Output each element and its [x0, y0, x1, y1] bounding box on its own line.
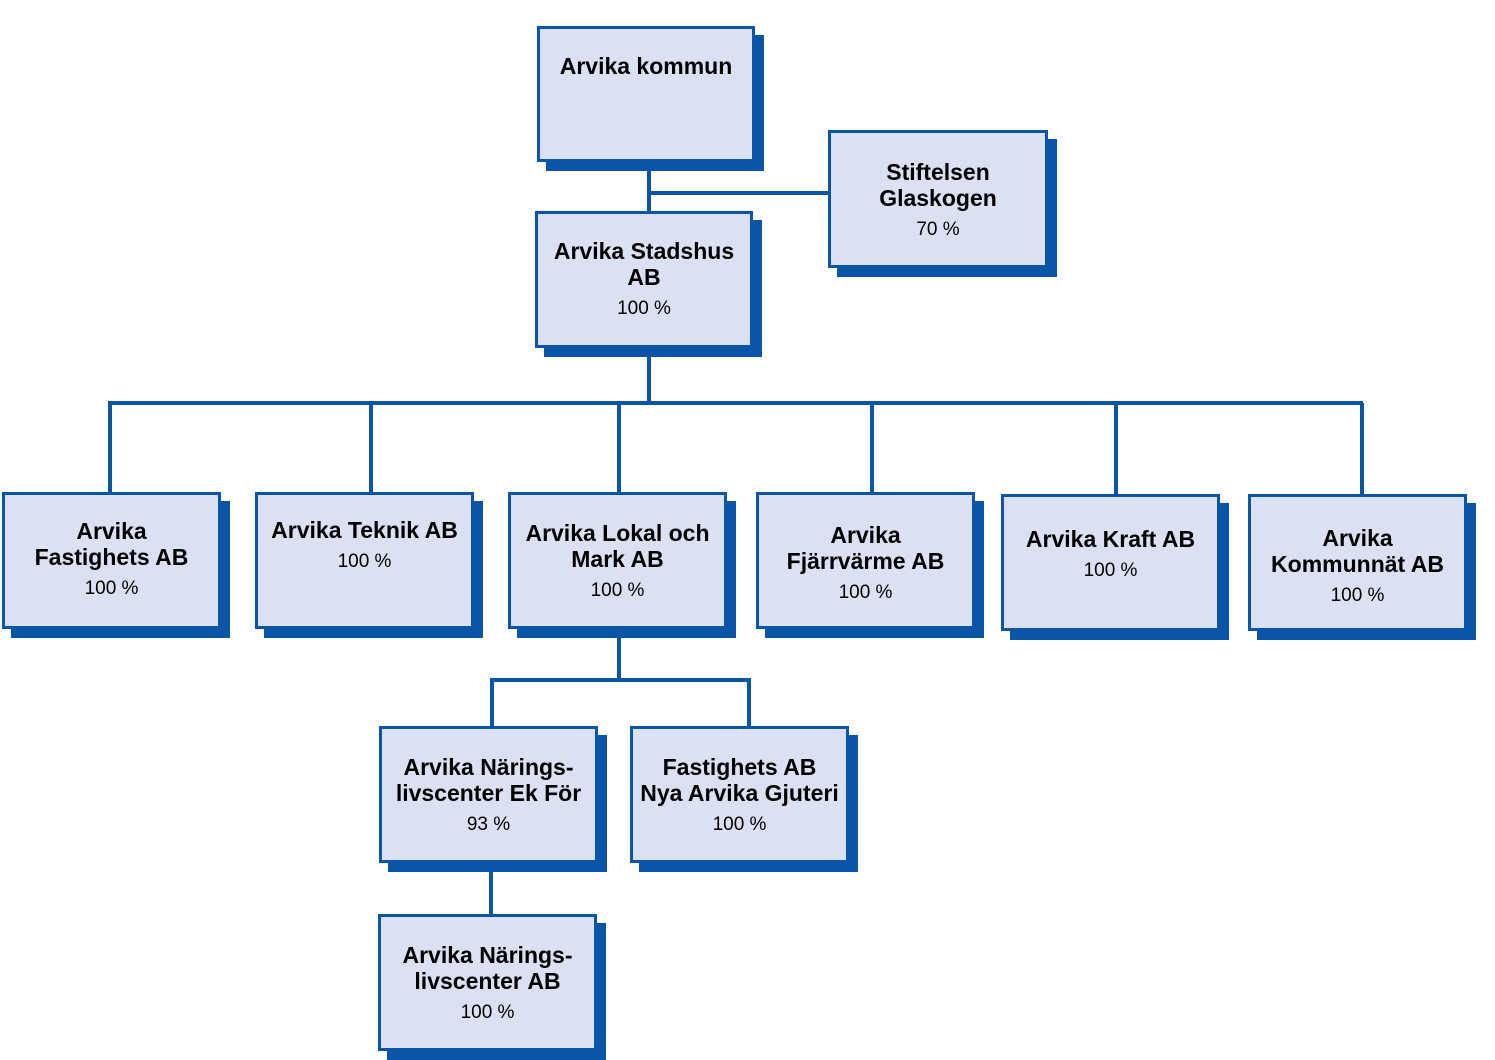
- node-title: Stiftelsen Glaskogen: [879, 159, 997, 211]
- ownership-percent: 93 %: [466, 814, 511, 835]
- node-arvika-teknik: Arvika Teknik AB 100 %: [255, 492, 474, 629]
- ownership-percent: 100 %: [712, 814, 767, 835]
- ownership-percent: 100 %: [838, 582, 893, 603]
- node-arvika-kommun: Arvika kommun: [537, 26, 755, 162]
- ownership-percent: 100 %: [590, 580, 645, 601]
- ownership-percent: 100 %: [1330, 585, 1385, 606]
- node-fastighets-ab-nya-arvika-gjuteri: Fastighets AB Nya Arvika Gjuteri 100 %: [630, 726, 849, 863]
- edge-stadshus-bus: [108, 348, 1363, 405]
- node-arvika-kraft: Arvika Kraft AB 100 %: [1001, 494, 1220, 631]
- node-title: Arvika Kommunnät AB: [1271, 525, 1444, 577]
- node-title: Fastighets AB Nya Arvika Gjuteri: [640, 754, 839, 806]
- node-stiftelsen-glaskogen: Stiftelsen Glaskogen 70 %: [828, 130, 1048, 268]
- ownership-percent: 100 %: [617, 298, 671, 319]
- node-title: Arvika kommun: [559, 53, 733, 79]
- node-title: Arvika Lokal och Mark AB: [525, 520, 710, 572]
- node-title: Arvika Teknik AB: [271, 517, 458, 543]
- ownership-percent: 100 %: [337, 551, 392, 572]
- node-arvika-naringslivscenter-ab: Arvika Närings- livscenter AB 100 %: [378, 914, 597, 1051]
- node-title: Arvika Stadshus AB: [553, 238, 735, 290]
- node-arvika-kommunnat: Arvika Kommunnät AB 100 %: [1248, 494, 1467, 631]
- edge-lokal-bus: [490, 628, 751, 682]
- ownership-percent: 100 %: [1083, 560, 1138, 581]
- ownership-percent: 100 %: [84, 578, 139, 599]
- node-title: Arvika Kraft AB: [1025, 526, 1196, 552]
- node-title: Arvika Fjärrvärme AB: [786, 522, 945, 574]
- node-arvika-fjarrvarme: Arvika Fjärrvärme AB 100 %: [756, 492, 975, 629]
- node-arvika-lokal-och-mark: Arvika Lokal och Mark AB 100 %: [508, 492, 727, 629]
- ownership-percent: 70 %: [916, 219, 960, 240]
- node-title: Arvika Närings- livscenter AB: [402, 942, 573, 994]
- node-arvika-naringslivscenter-ek-for: Arvika Närings- livscenter Ek För 93 %: [379, 726, 598, 863]
- node-title: Arvika Närings- livscenter Ek För: [395, 754, 582, 806]
- node-title: Arvika Fastighets AB: [34, 518, 189, 570]
- node-arvika-stadshus: Arvika Stadshus AB 100 %: [535, 211, 753, 348]
- node-arvika-fastighets: Arvika Fastighets AB 100 %: [2, 492, 221, 629]
- ownership-percent: 100 %: [460, 1002, 515, 1023]
